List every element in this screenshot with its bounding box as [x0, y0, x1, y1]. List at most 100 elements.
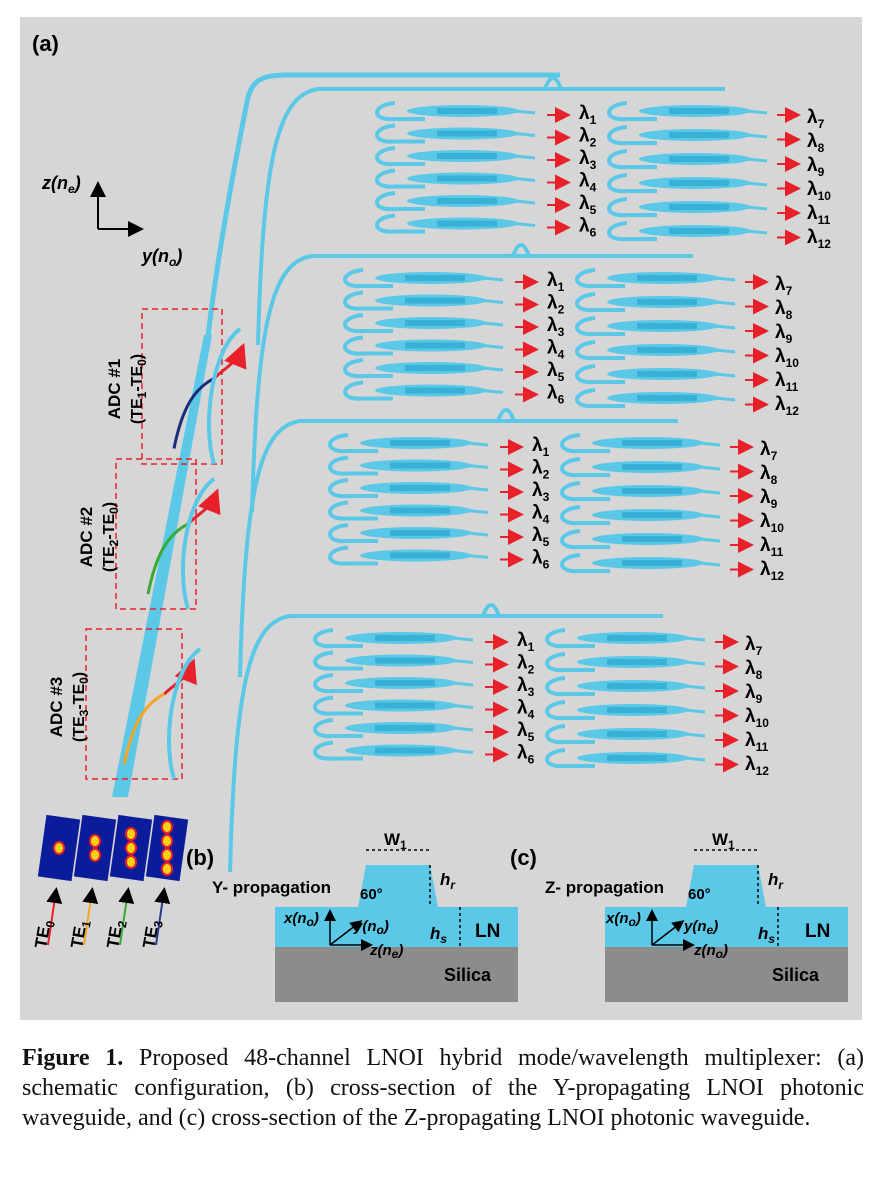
wavelength-label: λ9	[745, 682, 763, 706]
wavelength-label: λ2	[579, 126, 597, 150]
bump-waveguide	[511, 243, 531, 257]
wavelength-label: λ1	[547, 270, 565, 294]
ridge-c	[686, 865, 766, 907]
wavelength-label: λ1	[579, 103, 597, 127]
adc-box	[115, 458, 197, 610]
wavelength-label: λ4	[532, 503, 550, 527]
feeder-waveguide	[238, 419, 678, 678]
adc-title: ADC #3	[47, 677, 66, 737]
caption-label: Figure 1.	[22, 1045, 124, 1071]
field-lobe	[125, 855, 137, 869]
filter-ring: λ10	[607, 173, 831, 203]
filter-ring: λ11	[545, 724, 769, 754]
drop-waveguide	[167, 647, 202, 780]
filter-ring: λ2	[313, 650, 535, 677]
filter-ring: λ1	[313, 628, 535, 654]
adc-title: ADC #1	[105, 359, 124, 419]
mode-path	[146, 522, 189, 595]
input-mode-label: TE0	[31, 918, 58, 950]
wavelength-label: λ6	[579, 216, 597, 240]
filter-ring: λ10	[575, 340, 799, 370]
y-axis-b: y(no)	[353, 918, 389, 937]
adc-box	[85, 628, 183, 780]
wavelength-label: λ7	[807, 107, 825, 131]
filter-ring: λ12	[560, 553, 784, 583]
angle-label-b: 60°	[360, 886, 383, 903]
wavelength-label: λ5	[547, 360, 565, 384]
panel-b-label: (b)	[186, 845, 214, 870]
wavelength-label: λ7	[760, 439, 778, 463]
filter-ring: λ5	[343, 358, 565, 384]
y-axis-label: y(no)	[141, 246, 182, 269]
filter-ring: λ7	[560, 433, 778, 463]
filter-ring: λ10	[560, 505, 784, 535]
silica-layer-b	[275, 947, 518, 1002]
field-lobe	[161, 848, 173, 862]
field-lobe	[125, 827, 137, 841]
x-axis-c: x(no)	[605, 910, 641, 929]
axes-indicator: z(ne) y(no)	[41, 173, 182, 269]
panel-c-label: (c)	[510, 845, 537, 870]
wavelength-label: λ2	[532, 458, 550, 482]
filter-ring: λ3	[343, 313, 565, 339]
filter-ring: λ1	[375, 101, 597, 127]
hr-label-b: hr	[440, 870, 456, 892]
silica-label-b: Silica	[444, 965, 492, 985]
filter-ring: λ6	[343, 380, 565, 407]
filter-ring: λ8	[560, 457, 778, 487]
wavelength-label: λ6	[532, 548, 550, 572]
wavelength-label: λ2	[517, 653, 535, 677]
wavelength-label: λ4	[517, 698, 535, 722]
filter-ring: λ9	[607, 149, 825, 179]
adc-1: ADC #1(TE1-TE0)	[105, 308, 247, 465]
filter-ring: λ7	[607, 101, 825, 131]
propagation-label-b: Y- propagation	[212, 878, 331, 897]
input-arrow	[154, 887, 171, 946]
feeder-waveguide	[250, 254, 693, 513]
feeder-waveguide	[256, 87, 725, 346]
mode-path	[172, 377, 215, 449]
hs-label-b: hs	[430, 924, 447, 946]
wavelength-label: λ11	[775, 370, 799, 394]
adc-3: ADC #3 (TE3-TE0)	[47, 628, 202, 780]
wavelength-label: λ10	[745, 706, 769, 730]
filter-ring: λ9	[575, 316, 793, 346]
mode-profile-0: TE0	[31, 814, 81, 950]
filter-ring: λ3	[375, 146, 597, 172]
wavelength-label: λ1	[517, 630, 535, 654]
bump-waveguide	[496, 408, 516, 422]
ln-label-c: LN	[805, 921, 830, 942]
wavelength-label: λ12	[760, 559, 784, 583]
bus-waveguide	[112, 72, 560, 797]
filter-ring: λ3	[313, 673, 535, 699]
filter-ring: λ5	[328, 523, 550, 549]
caption-text: Proposed 48-channel LNOI hybrid mode/wav…	[22, 1045, 864, 1131]
wavelength-label: λ5	[517, 720, 535, 744]
y-axis-c: y(ne)	[683, 918, 718, 937]
mode-profile-3: TE3	[139, 814, 189, 950]
wavelength-label: λ10	[775, 346, 799, 370]
field-lobe	[125, 841, 137, 855]
wavelength-label: λ9	[807, 155, 825, 179]
wavelength-label: λ11	[760, 535, 784, 559]
filter-ring: λ3	[328, 478, 550, 504]
wavelength-label: λ10	[760, 511, 784, 535]
wavelength-label: λ8	[745, 658, 763, 682]
filter-ring: λ6	[313, 740, 535, 767]
adc-modes: (TE3-TE0)	[71, 672, 91, 742]
filter-ring: λ1	[328, 433, 550, 459]
input-arrow	[46, 887, 63, 946]
wavelength-label: λ8	[775, 298, 793, 322]
cross-section-c: (c) W1 hr hs LN Silica Z- propagation 60…	[510, 830, 848, 1002]
wavelength-label: λ9	[760, 487, 778, 511]
hs-label-c: hs	[758, 924, 775, 946]
wavelength-label: λ3	[547, 315, 565, 339]
wavelength-label: λ11	[807, 203, 831, 227]
filter-ring: λ4	[343, 335, 565, 362]
wavelength-label: λ6	[547, 383, 565, 407]
filter-ring: λ8	[545, 652, 763, 682]
field-lobe	[161, 820, 173, 834]
